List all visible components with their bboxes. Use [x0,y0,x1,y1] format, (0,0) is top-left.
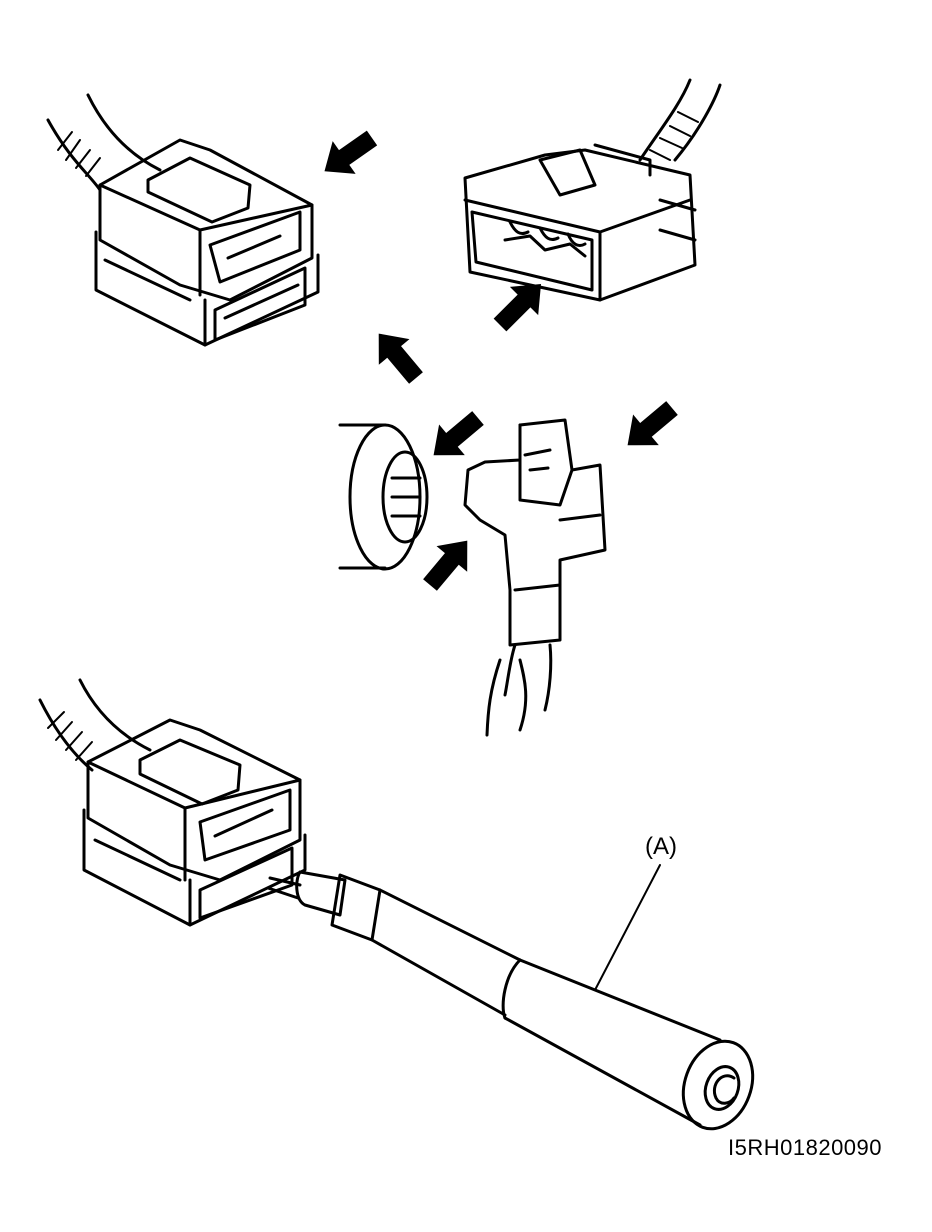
arrow-icon [414,527,483,598]
top-left-connector [46,93,320,347]
figure-code: I5RH01820090 [728,1135,883,1160]
callout-leader [594,864,661,991]
arrow-icon [313,121,384,188]
arrow-icon [485,269,556,340]
probe-tool [266,870,755,1131]
bottom-connector [38,678,307,927]
callout-label-a: (A) [645,833,677,860]
terminal-detail [338,418,607,737]
arrow-icon [420,402,491,471]
top-right-connector [463,78,722,302]
arrow-icon [614,392,685,461]
arrow-icon [363,320,432,391]
